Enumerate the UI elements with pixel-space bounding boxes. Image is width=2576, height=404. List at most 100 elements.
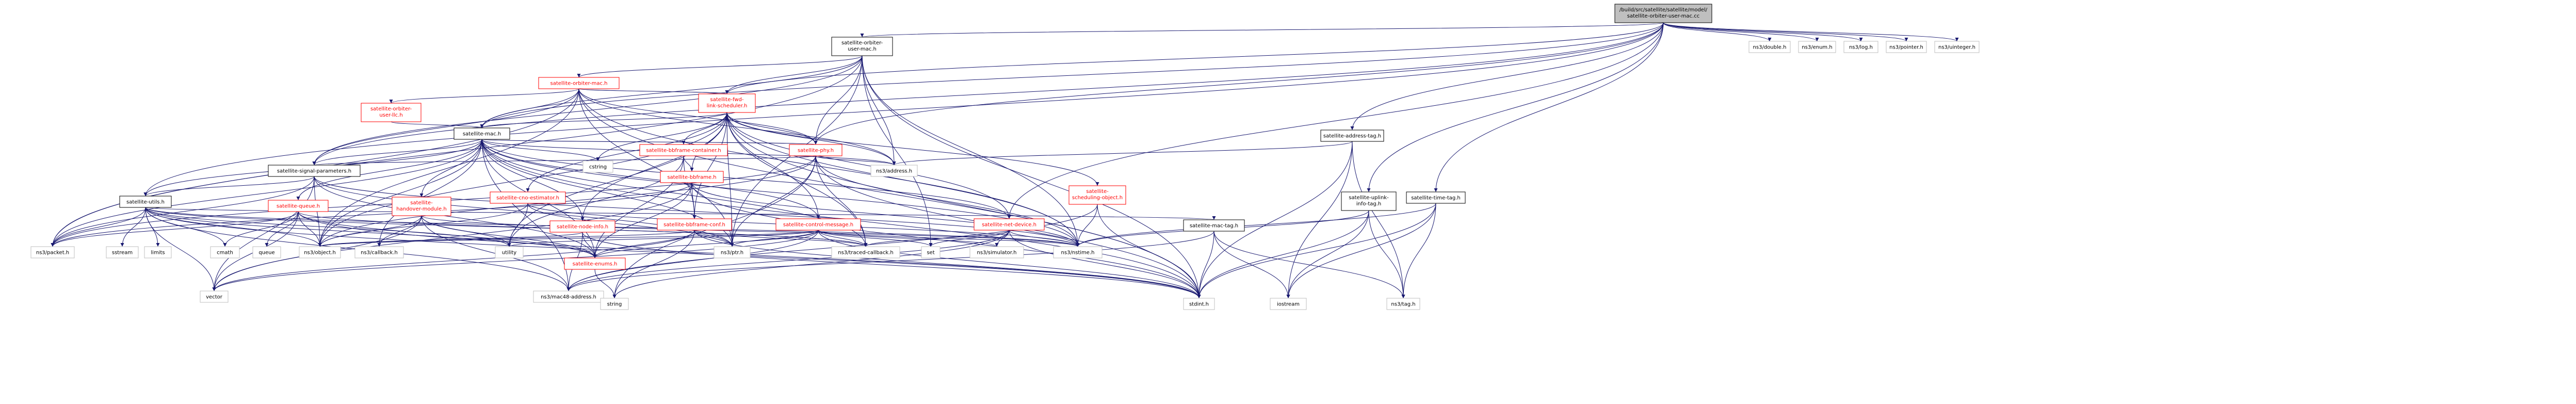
node-orbiter-user-llc-h[interactable]: satellite-orbiter-user-llc.h bbox=[361, 103, 422, 122]
edge bbox=[143, 176, 315, 197]
edge bbox=[51, 207, 146, 247]
node-tag: ns3/tag.h bbox=[1386, 298, 1420, 310]
node-label: cmath bbox=[217, 250, 233, 256]
edge bbox=[145, 207, 511, 247]
node-cno-estimator-h[interactable]: satellite-cno-estimator.h bbox=[490, 191, 566, 204]
edge bbox=[1434, 22, 1664, 192]
edge-orbiter_user_mac_h-to-signal_params_h bbox=[312, 55, 863, 166]
node-box bbox=[657, 218, 732, 231]
edge-root-to-uinteger bbox=[1663, 22, 1959, 42]
edge-mac_h-to-phy_h bbox=[481, 139, 817, 145]
node-box bbox=[1843, 41, 1878, 53]
node-handover-h[interactable]: satellite-handover-module.h bbox=[392, 197, 451, 216]
node-box bbox=[1614, 4, 1712, 23]
node-box bbox=[870, 165, 918, 177]
node-label: satellite-bbframe.h bbox=[667, 175, 716, 181]
node-phy-h[interactable]: satellite-phy.h bbox=[789, 144, 843, 156]
edge-root-to-utils_h bbox=[143, 22, 1664, 197]
node-label: satellite-orbiter-mac.h bbox=[550, 81, 607, 87]
edge bbox=[862, 55, 1080, 247]
edge-root-to-pointer bbox=[1663, 22, 1908, 42]
node-box bbox=[1183, 219, 1245, 232]
node-queue-h[interactable]: satellite-queue.h bbox=[268, 200, 329, 212]
edge bbox=[377, 139, 482, 247]
node-box bbox=[1886, 41, 1927, 53]
edge bbox=[312, 139, 482, 166]
edge-fwd_link_scheduler_h-to-object bbox=[318, 112, 727, 247]
edge-mac_h-to-handover_h bbox=[419, 139, 482, 198]
node-utils-h[interactable]: satellite-utils.h bbox=[119, 196, 172, 208]
node-signal-params-h[interactable]: satellite-signal-parameters.h bbox=[268, 165, 361, 177]
node-bbframe-conf-h[interactable]: satellite-bbframe-conf.h bbox=[657, 218, 732, 231]
node-control-message-h[interactable]: satellite-control-message.h bbox=[775, 218, 861, 231]
node-label: ns3/uinteger.h bbox=[1938, 45, 1975, 51]
edge-mac_h-to-control_message_h bbox=[481, 139, 820, 219]
node-box bbox=[299, 246, 341, 258]
edge-mac_h-to-queue_h bbox=[296, 139, 482, 201]
edge-fwd_link_scheduler_h-to-cno_estimator_h bbox=[526, 112, 727, 192]
edge bbox=[223, 211, 299, 247]
node-label: ns3/log.h bbox=[1849, 45, 1873, 51]
edge bbox=[1350, 22, 1664, 131]
edge bbox=[566, 231, 1214, 292]
node-label: ns3/double.h bbox=[1753, 45, 1787, 51]
node-box bbox=[268, 165, 361, 177]
edge-orbiter_user_mac_h-to-set bbox=[862, 55, 933, 247]
edge-fwd_link_scheduler_h-to-scheduling_object_h bbox=[726, 112, 1099, 186]
node-address-tag-h[interactable]: satellite-address-tag.h bbox=[1320, 130, 1384, 142]
edge bbox=[318, 155, 816, 247]
edge bbox=[1076, 204, 1098, 247]
node-label: satellite-signal-parameters.h bbox=[277, 169, 351, 174]
node-bbframe-h[interactable]: satellite-bbframe.h bbox=[660, 171, 724, 183]
edge-control_message_h-to-mac48 bbox=[566, 230, 819, 292]
edge bbox=[726, 112, 896, 166]
edge-fwd_link_scheduler_h-to-control_message_h bbox=[726, 112, 820, 219]
node-label: ns3/tag.h bbox=[1391, 302, 1415, 308]
node-orbiter-mac-h[interactable]: satellite-orbiter-mac.h bbox=[538, 77, 620, 89]
node-orbiter-user-mac-h[interactable]: satellite-orbiter-user-mac.h bbox=[831, 37, 893, 56]
node-uplink-info-tag-h[interactable]: satellite-uplink-info-tag.h bbox=[1341, 191, 1397, 211]
node-node-info-h[interactable]: satellite-node-info.h bbox=[549, 220, 615, 233]
node-scheduling-object-h[interactable]: satellite-scheduling-object.h bbox=[1068, 185, 1126, 205]
node-box bbox=[1386, 298, 1420, 310]
edge-root-to-fwd_link_scheduler_h bbox=[725, 22, 1664, 94]
edge bbox=[566, 230, 819, 292]
node-enums[interactable]: satellite-enums.h bbox=[564, 257, 626, 270]
edge-orbiter_mac_h-to-address bbox=[578, 88, 896, 166]
edge-signal_params_h-to-packet bbox=[51, 176, 315, 247]
edge-orbiter_user_mac_h-to-address bbox=[862, 55, 896, 166]
edge bbox=[298, 211, 322, 247]
node-label: stdint.h bbox=[1189, 302, 1209, 308]
edge-utils_h-to-sstream bbox=[120, 207, 146, 247]
node-mac-h[interactable]: satellite-mac.h bbox=[453, 127, 510, 140]
edge-control_message_h-to-utility bbox=[507, 230, 819, 247]
edge bbox=[577, 55, 863, 78]
node-label: satellite-fwd-link-scheduler.h bbox=[707, 97, 748, 109]
edge-mac_h-to-cstring bbox=[481, 139, 600, 161]
node-label: ns3/packet.h bbox=[36, 250, 69, 256]
node-label: ns3/callback.h bbox=[361, 250, 398, 256]
edge-orbiter_user_mac_h-to-orbiter_mac_h bbox=[577, 55, 863, 78]
edge-root-to-address_tag_h bbox=[1350, 22, 1664, 131]
node-box bbox=[354, 246, 404, 258]
edge-bbframe_conf_h-to-object bbox=[318, 230, 695, 247]
node-object: ns3/object.h bbox=[299, 246, 341, 258]
edge-control_message_h-to-ptr bbox=[730, 230, 819, 247]
edge bbox=[314, 176, 597, 258]
node-box bbox=[361, 103, 422, 122]
node-enum: ns3/enum.h bbox=[1798, 41, 1836, 53]
edge-time_tag_h-to-tag bbox=[1401, 203, 1436, 299]
node-fwd-link-scheduler-h[interactable]: satellite-fwd-link-scheduler.h bbox=[698, 93, 756, 113]
edge-bbframe_conf_h-to-vector bbox=[212, 230, 695, 292]
edge bbox=[593, 182, 692, 258]
edge bbox=[726, 112, 1011, 219]
node-time-tag-h[interactable]: satellite-time-tag.h bbox=[1406, 191, 1466, 204]
node-net-device-h[interactable]: satellite-net-device.h bbox=[974, 218, 1045, 231]
node-mac-tag-h[interactable]: satellite-mac-tag.h bbox=[1183, 219, 1245, 232]
node-label: satellite-orbiter-user-llc.h bbox=[370, 106, 412, 118]
node-root[interactable]: /build/src/satellite/satellite/model/sat… bbox=[1614, 4, 1712, 23]
edge bbox=[389, 88, 579, 104]
node-bbframe-container-h[interactable]: satellite-bbframe-container.h bbox=[639, 144, 728, 156]
node-traced-callback: ns3/traced-callback.h bbox=[831, 246, 900, 258]
